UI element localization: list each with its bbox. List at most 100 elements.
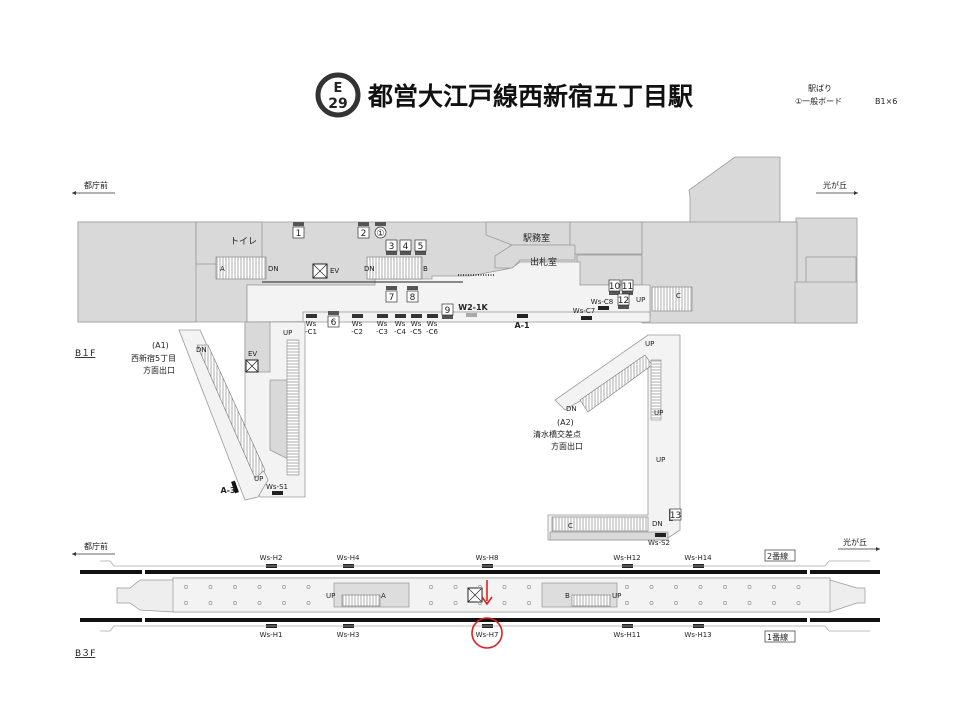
direction-label: 都庁前 (84, 180, 108, 190)
sign-code-ws-s1: Ws-S1 (266, 483, 288, 495)
sign-code-label: Ws-S2 (648, 539, 670, 547)
sign-number: 7 (389, 293, 395, 303)
stair-up-label: UP (254, 475, 263, 483)
sign-code-label: -C6 (426, 328, 438, 336)
sign-code-a-1: A-1 (514, 314, 530, 330)
floor-label-b1: B１F (75, 349, 95, 359)
stair-dn-label: DN (196, 346, 207, 354)
sign-code-label: Ws (395, 320, 406, 328)
track-2 (80, 570, 880, 574)
legend-item: ①一般ボード (795, 96, 842, 106)
exit-a2-code: (A2) (557, 418, 574, 427)
arrow-right-icon (876, 547, 880, 551)
sign-code-label: Ws (411, 320, 422, 328)
track1-label-box: 1番線 (764, 630, 796, 643)
sign-code-label: W2-1K (458, 303, 488, 312)
sign-number: 3 (389, 242, 395, 252)
sign-board-9: 9 (441, 303, 454, 319)
b1-floor-plan (77, 156, 858, 541)
line-code-letter: E (334, 81, 343, 96)
track1-label: 1番線 (767, 632, 788, 642)
platform-code: Ws-H2 (260, 554, 283, 562)
sign-code-label: -C4 (394, 328, 406, 336)
sign-code-c2: Ws-C2 (351, 314, 363, 336)
sign-board-4: 3 (385, 239, 398, 255)
sign-number: 8 (410, 293, 416, 303)
sign-code-ws-s2: Ws-S2 (648, 533, 670, 547)
sign-code-ws-c8: Ws-C8 (591, 298, 613, 310)
stair-up-label: UP (656, 456, 665, 464)
sign-number: 2 (361, 229, 367, 239)
exit-a1-line1: 西新宿5丁目 (131, 353, 176, 363)
sign-code-label: Ws (377, 320, 388, 328)
sign-number: 1 (296, 229, 302, 239)
sign-code-c5: Ws-C5 (410, 314, 422, 336)
sign-code-label: Ws (427, 320, 438, 328)
sign-code-label: -C3 (376, 328, 388, 336)
stair-up-label: UP (326, 592, 335, 600)
arrow-left-icon (72, 191, 76, 195)
stair-dn-label: DN (364, 265, 375, 273)
elevator-icon (245, 359, 259, 373)
stair-up-label: UP (636, 296, 645, 304)
ev-label: EV (330, 267, 339, 275)
sign-number: ① (376, 229, 384, 239)
platform-code: Ws-H13 (684, 631, 711, 639)
sign-number: 4 (403, 242, 409, 252)
highlighted-code: Ws-H7 (476, 631, 499, 639)
sign-code-ws-c7: Ws-C7 (573, 307, 595, 320)
sign-board-5: 4 (399, 239, 412, 255)
stair-dn-label: DN (652, 520, 663, 528)
sign-board-8: 8 (406, 286, 419, 303)
track-1 (80, 618, 880, 622)
stair-up-label: UP (654, 409, 663, 417)
arrow-left-icon (72, 552, 76, 556)
sign-code-label: -C2 (351, 328, 363, 336)
sign-number: 12 (618, 296, 629, 306)
exit-a2-line2: 方面出口 (551, 441, 583, 451)
sign-board-10: 10 (608, 279, 620, 295)
exit-a1-code: (A1) (152, 341, 169, 350)
sign-board-1: 1 (292, 222, 305, 239)
line-code-number: 29 (328, 96, 347, 112)
floor-label-b3: B３F (75, 649, 95, 659)
sign-number: 13 (670, 511, 681, 521)
legend-count: B1×6 (875, 97, 897, 106)
highlight-marker (471, 580, 503, 649)
sign-code-label: -C1 (305, 328, 317, 336)
stair-b-label: B (423, 265, 428, 273)
sign-board-3: ① (374, 222, 387, 239)
sign-number: 6 (331, 318, 337, 328)
sign-code-w2-1k: W2-1K (458, 303, 489, 317)
ev-label: EV (248, 350, 257, 358)
toilet-label: トイレ (230, 237, 257, 247)
sign-code-c1: Ws-C1 (305, 314, 317, 336)
platform-code: Ws-H8 (476, 554, 499, 562)
station-title: 都営大江戸線西新宿五丁目駅 (367, 82, 693, 111)
sign-code-a-3: A-3 (220, 480, 239, 495)
sign-code-label: Ws (306, 320, 317, 328)
stair-up-label: UP (612, 592, 621, 600)
platform-code: Ws-H3 (337, 631, 360, 639)
sign-board-7: 7 (385, 286, 398, 303)
stair-dn-label: DN (566, 405, 577, 413)
exit-a2-line1: 清水橋交差点 (533, 429, 581, 439)
sign-number: 11 (622, 282, 633, 292)
b3-platform-plan (80, 560, 880, 632)
stair-a-label: A (220, 265, 225, 273)
direction-east-b1: 光が丘 (816, 180, 858, 195)
stair-c-label: C (676, 292, 681, 300)
stair-c-label: C (568, 522, 573, 530)
sign-code-label: A-3 (220, 486, 235, 495)
sign-code-label: Ws (352, 320, 363, 328)
platform-code: Ws-H4 (337, 554, 360, 562)
sign-board-6: 5 (414, 239, 427, 255)
stair-up-label: UP (645, 340, 654, 348)
sign-code-c4: Ws-C4 (394, 314, 406, 336)
sign-board-2: 2 (357, 222, 370, 239)
direction-west-b1: 都庁前 (72, 180, 115, 195)
platform-code: Ws-H11 (613, 631, 640, 639)
line-logo: E 29 (315, 72, 361, 118)
track2-label: 2番線 (767, 551, 788, 561)
